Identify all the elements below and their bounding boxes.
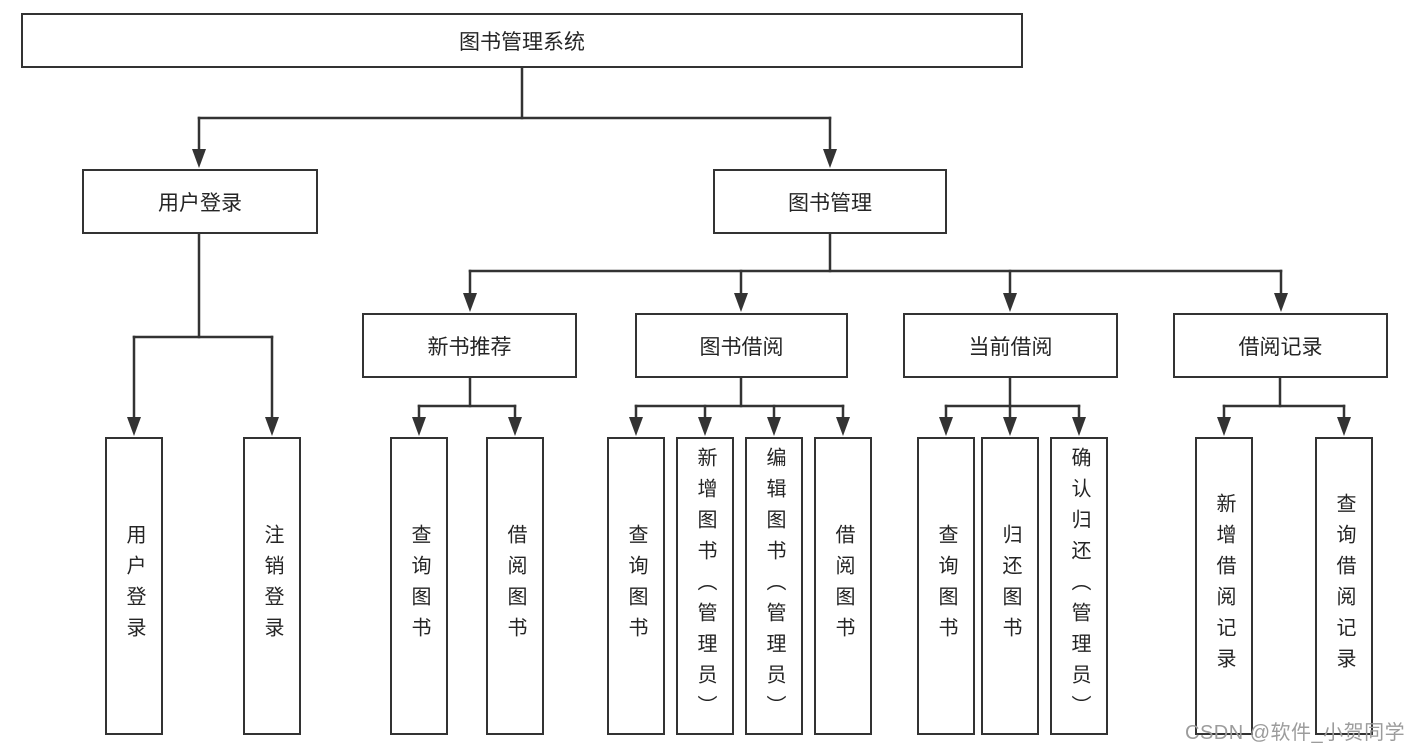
connector-book-management-children <box>463 232 1288 312</box>
node-root-system-label: 图书管理系统 <box>459 30 585 54</box>
node-book-borrow-label: 图书借阅 <box>699 335 784 359</box>
leaf-records-query-record-label: 查询借阅记录 <box>1333 493 1355 679</box>
csdn-watermark: CSDN @软件_小贺同学 <box>1185 722 1405 744</box>
leaf-current-confirm-return-admin-label: 确认归还（管理员） <box>1068 446 1090 726</box>
leaf-newrec-query-book-label: 查询图书 <box>408 524 430 648</box>
node-root-system: 图书管理系统 <box>21 13 1023 68</box>
leaf-user-login-label: 用户登录 <box>123 524 145 648</box>
leaf-current-query-book: 查询图书 <box>917 437 975 735</box>
node-book-management: 图书管理 <box>713 169 947 234</box>
connector-user-login-children <box>127 232 279 436</box>
leaf-borrow-edit-book-admin: 编辑图书（管理员） <box>745 437 803 735</box>
leaf-current-query-book-label: 查询图书 <box>935 524 957 648</box>
node-new-book-recommend-label: 新书推荐 <box>427 335 512 359</box>
node-borrow-records: 借阅记录 <box>1173 313 1388 378</box>
leaf-logout-label: 注销登录 <box>261 524 283 648</box>
leaf-records-add-record-label: 新增借阅记录 <box>1213 493 1235 679</box>
leaf-user-login: 用户登录 <box>105 437 163 735</box>
node-book-management-label: 图书管理 <box>788 191 872 215</box>
connector-root-to-level2 <box>192 66 837 168</box>
node-new-book-recommend: 新书推荐 <box>362 313 577 378</box>
leaf-records-query-record: 查询借阅记录 <box>1315 437 1373 735</box>
leaf-newrec-query-book: 查询图书 <box>390 437 448 735</box>
leaf-current-return-book-label: 归还图书 <box>999 524 1021 648</box>
leaf-current-return-book: 归还图书 <box>981 437 1039 735</box>
leaf-borrow-borrow-book-label: 借阅图书 <box>832 524 854 648</box>
leaf-newrec-borrow-book-label: 借阅图书 <box>504 524 526 648</box>
leaf-borrow-add-book-admin-label: 新增图书（管理员） <box>694 446 716 726</box>
connector-new-book-recommend-children <box>412 376 522 436</box>
node-user-login-label: 用户登录 <box>158 191 242 215</box>
connector-borrow-records-children <box>1217 376 1351 436</box>
connector-current-borrow-children <box>939 376 1086 436</box>
leaf-current-confirm-return-admin: 确认归还（管理员） <box>1050 437 1108 735</box>
leaf-logout: 注销登录 <box>243 437 301 735</box>
leaf-newrec-borrow-book: 借阅图书 <box>486 437 544 735</box>
node-current-borrow: 当前借阅 <box>903 313 1118 378</box>
node-book-borrow: 图书借阅 <box>635 313 848 378</box>
node-user-login: 用户登录 <box>82 169 318 234</box>
leaf-borrow-edit-book-admin-label: 编辑图书（管理员） <box>763 446 785 726</box>
leaf-borrow-query-book: 查询图书 <box>607 437 665 735</box>
leaf-borrow-query-book-label: 查询图书 <box>625 524 647 648</box>
node-current-borrow-label: 当前借阅 <box>968 335 1053 359</box>
connector-book-borrow-children <box>629 376 850 436</box>
leaf-borrow-add-book-admin: 新增图书（管理员） <box>676 437 734 735</box>
leaf-records-add-record: 新增借阅记录 <box>1195 437 1253 735</box>
node-borrow-records-label: 借阅记录 <box>1238 335 1323 359</box>
leaf-borrow-borrow-book: 借阅图书 <box>814 437 872 735</box>
